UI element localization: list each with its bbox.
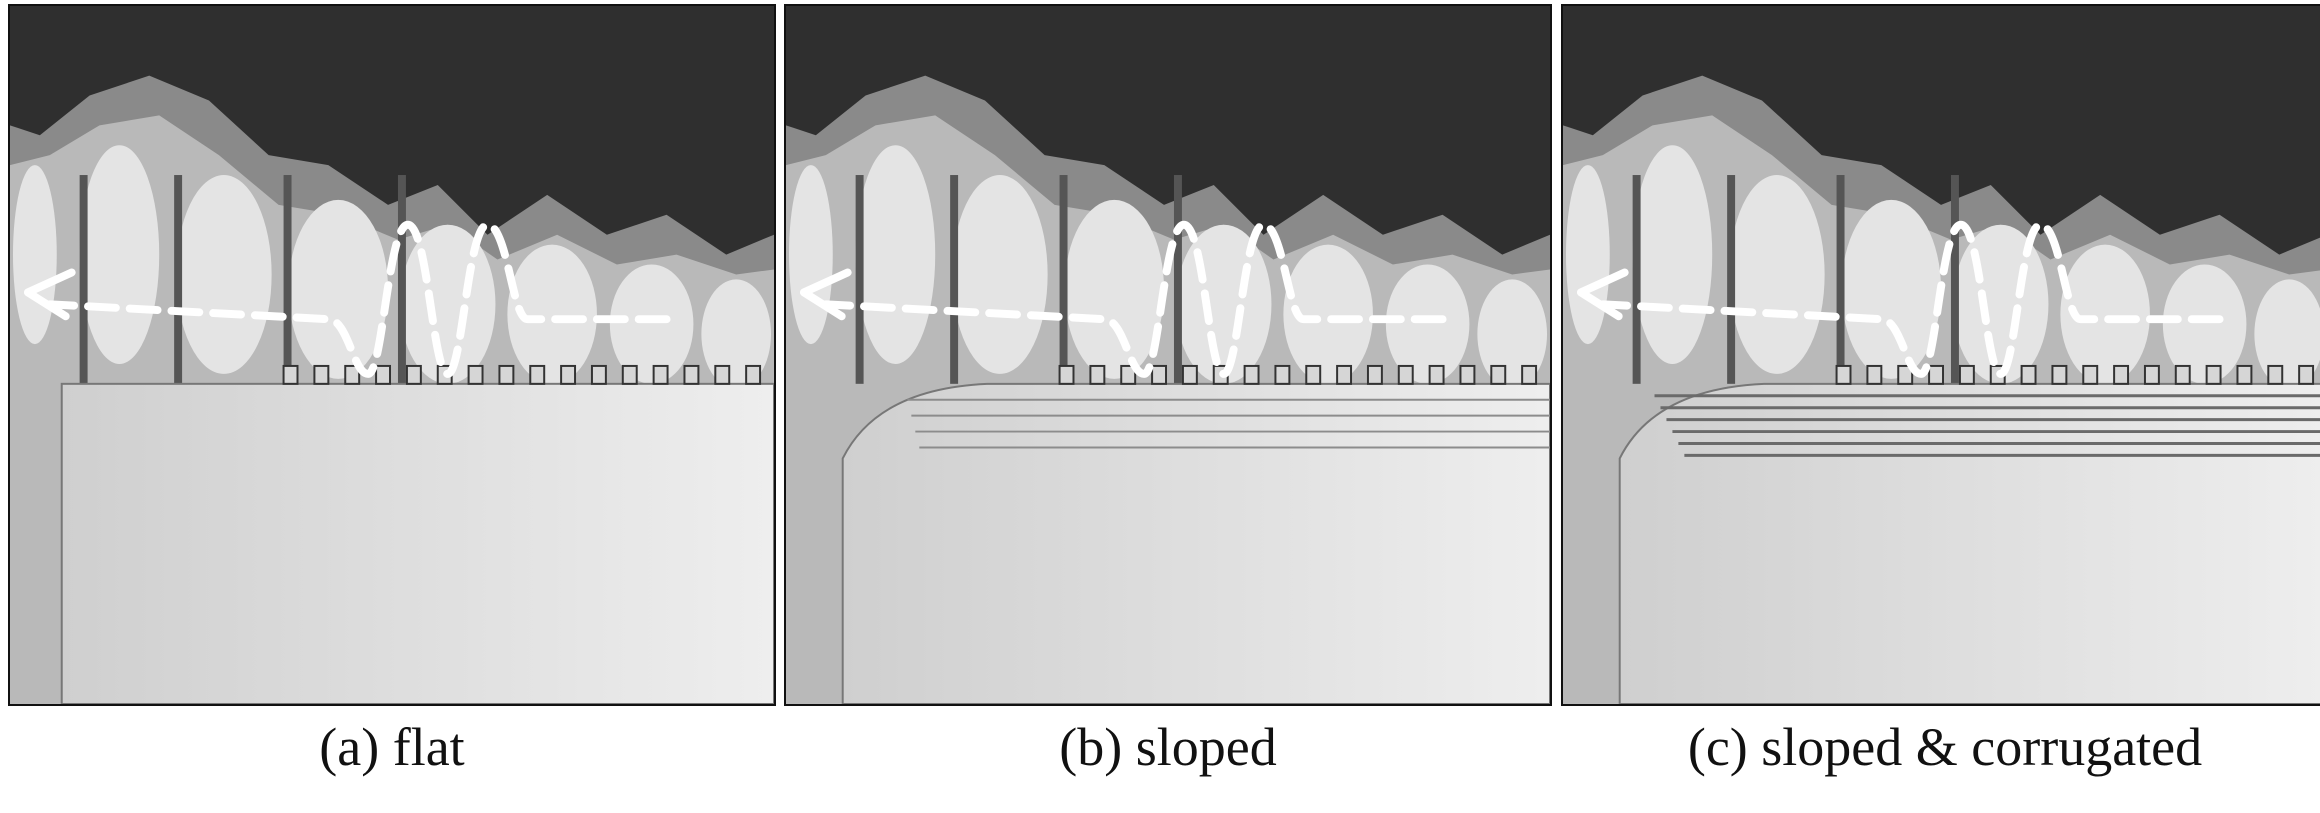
surface-tooth <box>652 364 669 385</box>
metal-block <box>60 382 774 704</box>
field-node <box>855 175 864 384</box>
surface-tooth <box>590 364 607 385</box>
surface-tooth <box>1089 364 1106 385</box>
field-lobe <box>701 279 772 389</box>
metal-block <box>841 382 1550 704</box>
surface-tooth <box>1459 364 1476 385</box>
field-lobe <box>952 175 1048 374</box>
surface-tooth <box>1120 364 1137 385</box>
surface-tooth <box>2113 364 2130 385</box>
field-lobe <box>788 165 833 345</box>
surface-tooth <box>1151 364 1168 385</box>
field-lobe <box>399 224 496 384</box>
surface-tooth <box>714 364 731 385</box>
surface-tooth <box>1928 364 1945 385</box>
surface-tooth <box>2051 364 2068 385</box>
surface-tooth <box>1366 364 1383 385</box>
arrowhead-icon <box>1576 268 1629 321</box>
surface-tooth <box>313 364 330 385</box>
field-lobe <box>609 264 694 384</box>
surface-tooth <box>683 364 700 385</box>
field-lobe <box>2060 244 2150 384</box>
surface-tooth <box>1274 364 1291 385</box>
field-lobe <box>2254 279 2320 389</box>
field-node <box>1950 175 1959 384</box>
surface-tooth <box>1835 364 1852 385</box>
surface-tooth <box>375 364 392 385</box>
field-plot-flat <box>10 75 774 704</box>
surface-tooth <box>745 364 762 385</box>
metal-block <box>1618 382 2320 704</box>
field-node <box>1632 175 1641 384</box>
field-node <box>397 175 406 384</box>
field-lobe <box>1565 165 1610 345</box>
dashed-arrow-icon <box>1598 220 2224 378</box>
surface-tooth <box>498 364 515 385</box>
caption-flat: (a) flat <box>319 717 465 777</box>
field-lobe <box>12 165 57 345</box>
caption-sloped-corrugated: (c) sloped & corrugated <box>1687 717 2203 777</box>
field-node <box>1173 175 1182 384</box>
surface-tooth <box>2174 364 2191 385</box>
field-lobe <box>288 199 389 379</box>
surface-tooth <box>1181 364 1198 385</box>
surface-tooth <box>1305 364 1322 385</box>
field-lobe <box>1477 279 1548 389</box>
surface-tooth <box>467 364 484 385</box>
field-lobe <box>1175 224 1272 384</box>
surface-tooth <box>621 364 638 385</box>
surface-tooth <box>1521 364 1538 385</box>
arrowhead-icon <box>23 268 76 321</box>
surface-tooth <box>1058 364 1075 385</box>
field-node <box>174 175 183 384</box>
field-lobe <box>1729 175 1825 374</box>
field-lobe <box>79 145 160 364</box>
field-lobe <box>176 175 272 374</box>
field-plot-sloped-corrugated <box>1563 75 2320 704</box>
surface-tooth <box>1397 364 1414 385</box>
field-lobe <box>1385 264 1470 384</box>
surface-tooth <box>282 364 299 385</box>
surface-tooth <box>1243 364 1260 385</box>
field-lobe <box>1952 224 2049 384</box>
field-lobe <box>855 145 936 364</box>
surface-tooth <box>1897 364 1914 385</box>
surface-tooth <box>1336 364 1353 385</box>
field-node <box>79 175 88 384</box>
surface-tooth <box>2267 364 2284 385</box>
arrowhead-icon <box>799 268 852 321</box>
surface-tooth <box>2298 364 2315 385</box>
surface-tooth <box>1958 364 1975 385</box>
field-lobe <box>2162 264 2247 384</box>
surface-tooth <box>560 364 577 385</box>
surface-tooth <box>2020 364 2037 385</box>
field-node <box>283 175 292 384</box>
dashed-arrow-icon <box>821 220 1447 378</box>
panel-flat <box>8 4 776 706</box>
field-node <box>1059 175 1068 384</box>
surface-tooth <box>529 364 546 385</box>
panel-sloped-corrugated <box>1561 4 2320 706</box>
field-plot-sloped <box>786 75 1550 704</box>
field-lobe <box>1632 145 1713 364</box>
field-lobe <box>1064 199 1165 379</box>
surface-tooth <box>1866 364 1883 385</box>
surface-tooth <box>344 364 361 385</box>
field-node <box>950 175 959 384</box>
dashed-arrow-icon <box>45 220 671 378</box>
field-node <box>1836 175 1845 384</box>
surface-tooth <box>2205 364 2222 385</box>
surface-tooth <box>405 364 422 385</box>
field-lobe <box>1283 244 1373 384</box>
panel-sloped <box>784 4 1552 706</box>
surface-tooth <box>2143 364 2160 385</box>
surface-tooth <box>2236 364 2253 385</box>
field-lobe <box>1841 199 1942 379</box>
caption-sloped: (b) sloped <box>1059 717 1277 777</box>
field-lobe <box>507 244 597 384</box>
surface-tooth <box>2082 364 2099 385</box>
field-node <box>1727 175 1736 384</box>
surface-tooth <box>1428 364 1445 385</box>
surface-tooth <box>1490 364 1507 385</box>
